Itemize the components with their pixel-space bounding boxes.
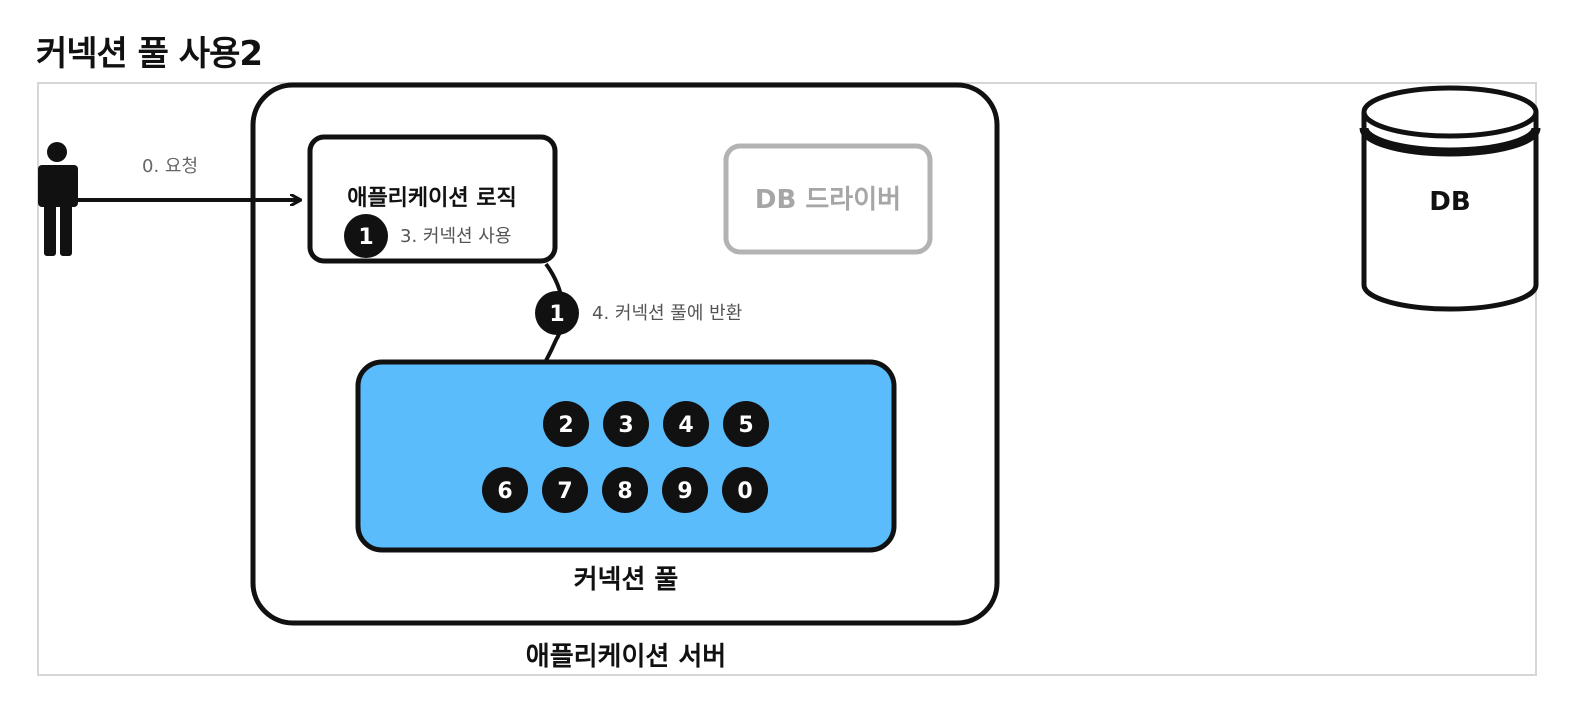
connection-token-number: 3 xyxy=(618,413,633,438)
db-cylinder-icon xyxy=(1359,85,1541,312)
connection-token-number: 8 xyxy=(617,479,632,504)
db-driver-box xyxy=(723,143,933,255)
connection-pool-box xyxy=(355,359,897,553)
connection-badge-return-number: 1 xyxy=(549,302,564,327)
connection-token-number: 0 xyxy=(737,479,752,504)
connection-token xyxy=(663,401,709,447)
pool-row-2: 6 7 8 9 0 xyxy=(482,467,768,513)
connection-token xyxy=(662,467,708,513)
user-icon xyxy=(38,142,78,256)
connection-badge-use xyxy=(344,214,388,258)
connection-token-number: 6 xyxy=(497,479,512,504)
connection-token-number: 2 xyxy=(558,413,573,438)
connection-token xyxy=(722,467,768,513)
connection-token-number: 5 xyxy=(738,413,753,438)
connection-token xyxy=(602,467,648,513)
pool-row-1: 2 3 4 5 xyxy=(543,401,769,447)
connection-token xyxy=(542,467,588,513)
connection-token-number: 7 xyxy=(557,479,572,504)
connection-badge-use-number: 1 xyxy=(358,225,373,250)
app-logic-title: 애플리케이션 로직 xyxy=(347,186,517,211)
request-label: 0. 요청 xyxy=(142,156,198,177)
page-title: 커넥션 풀 사용2 xyxy=(36,34,263,74)
connection-token xyxy=(603,401,649,447)
connection-token xyxy=(543,401,589,447)
application-server-label: 애플리케이션 서버 xyxy=(526,642,726,672)
db-driver-label: DB 드라이버 xyxy=(755,185,901,215)
connection-pool-label: 커넥션 풀 xyxy=(574,565,679,595)
connection-token-number: 9 xyxy=(677,479,692,504)
db-label: DB xyxy=(1429,187,1470,217)
connection-token xyxy=(482,467,528,513)
connection-use-label: 3. 커넥션 사용 xyxy=(400,226,511,247)
connection-token xyxy=(723,401,769,447)
return-label: 4. 커넥션 풀에 반환 xyxy=(592,303,742,324)
connection-badge-return xyxy=(535,291,579,335)
connection-token-number: 4 xyxy=(678,413,693,438)
